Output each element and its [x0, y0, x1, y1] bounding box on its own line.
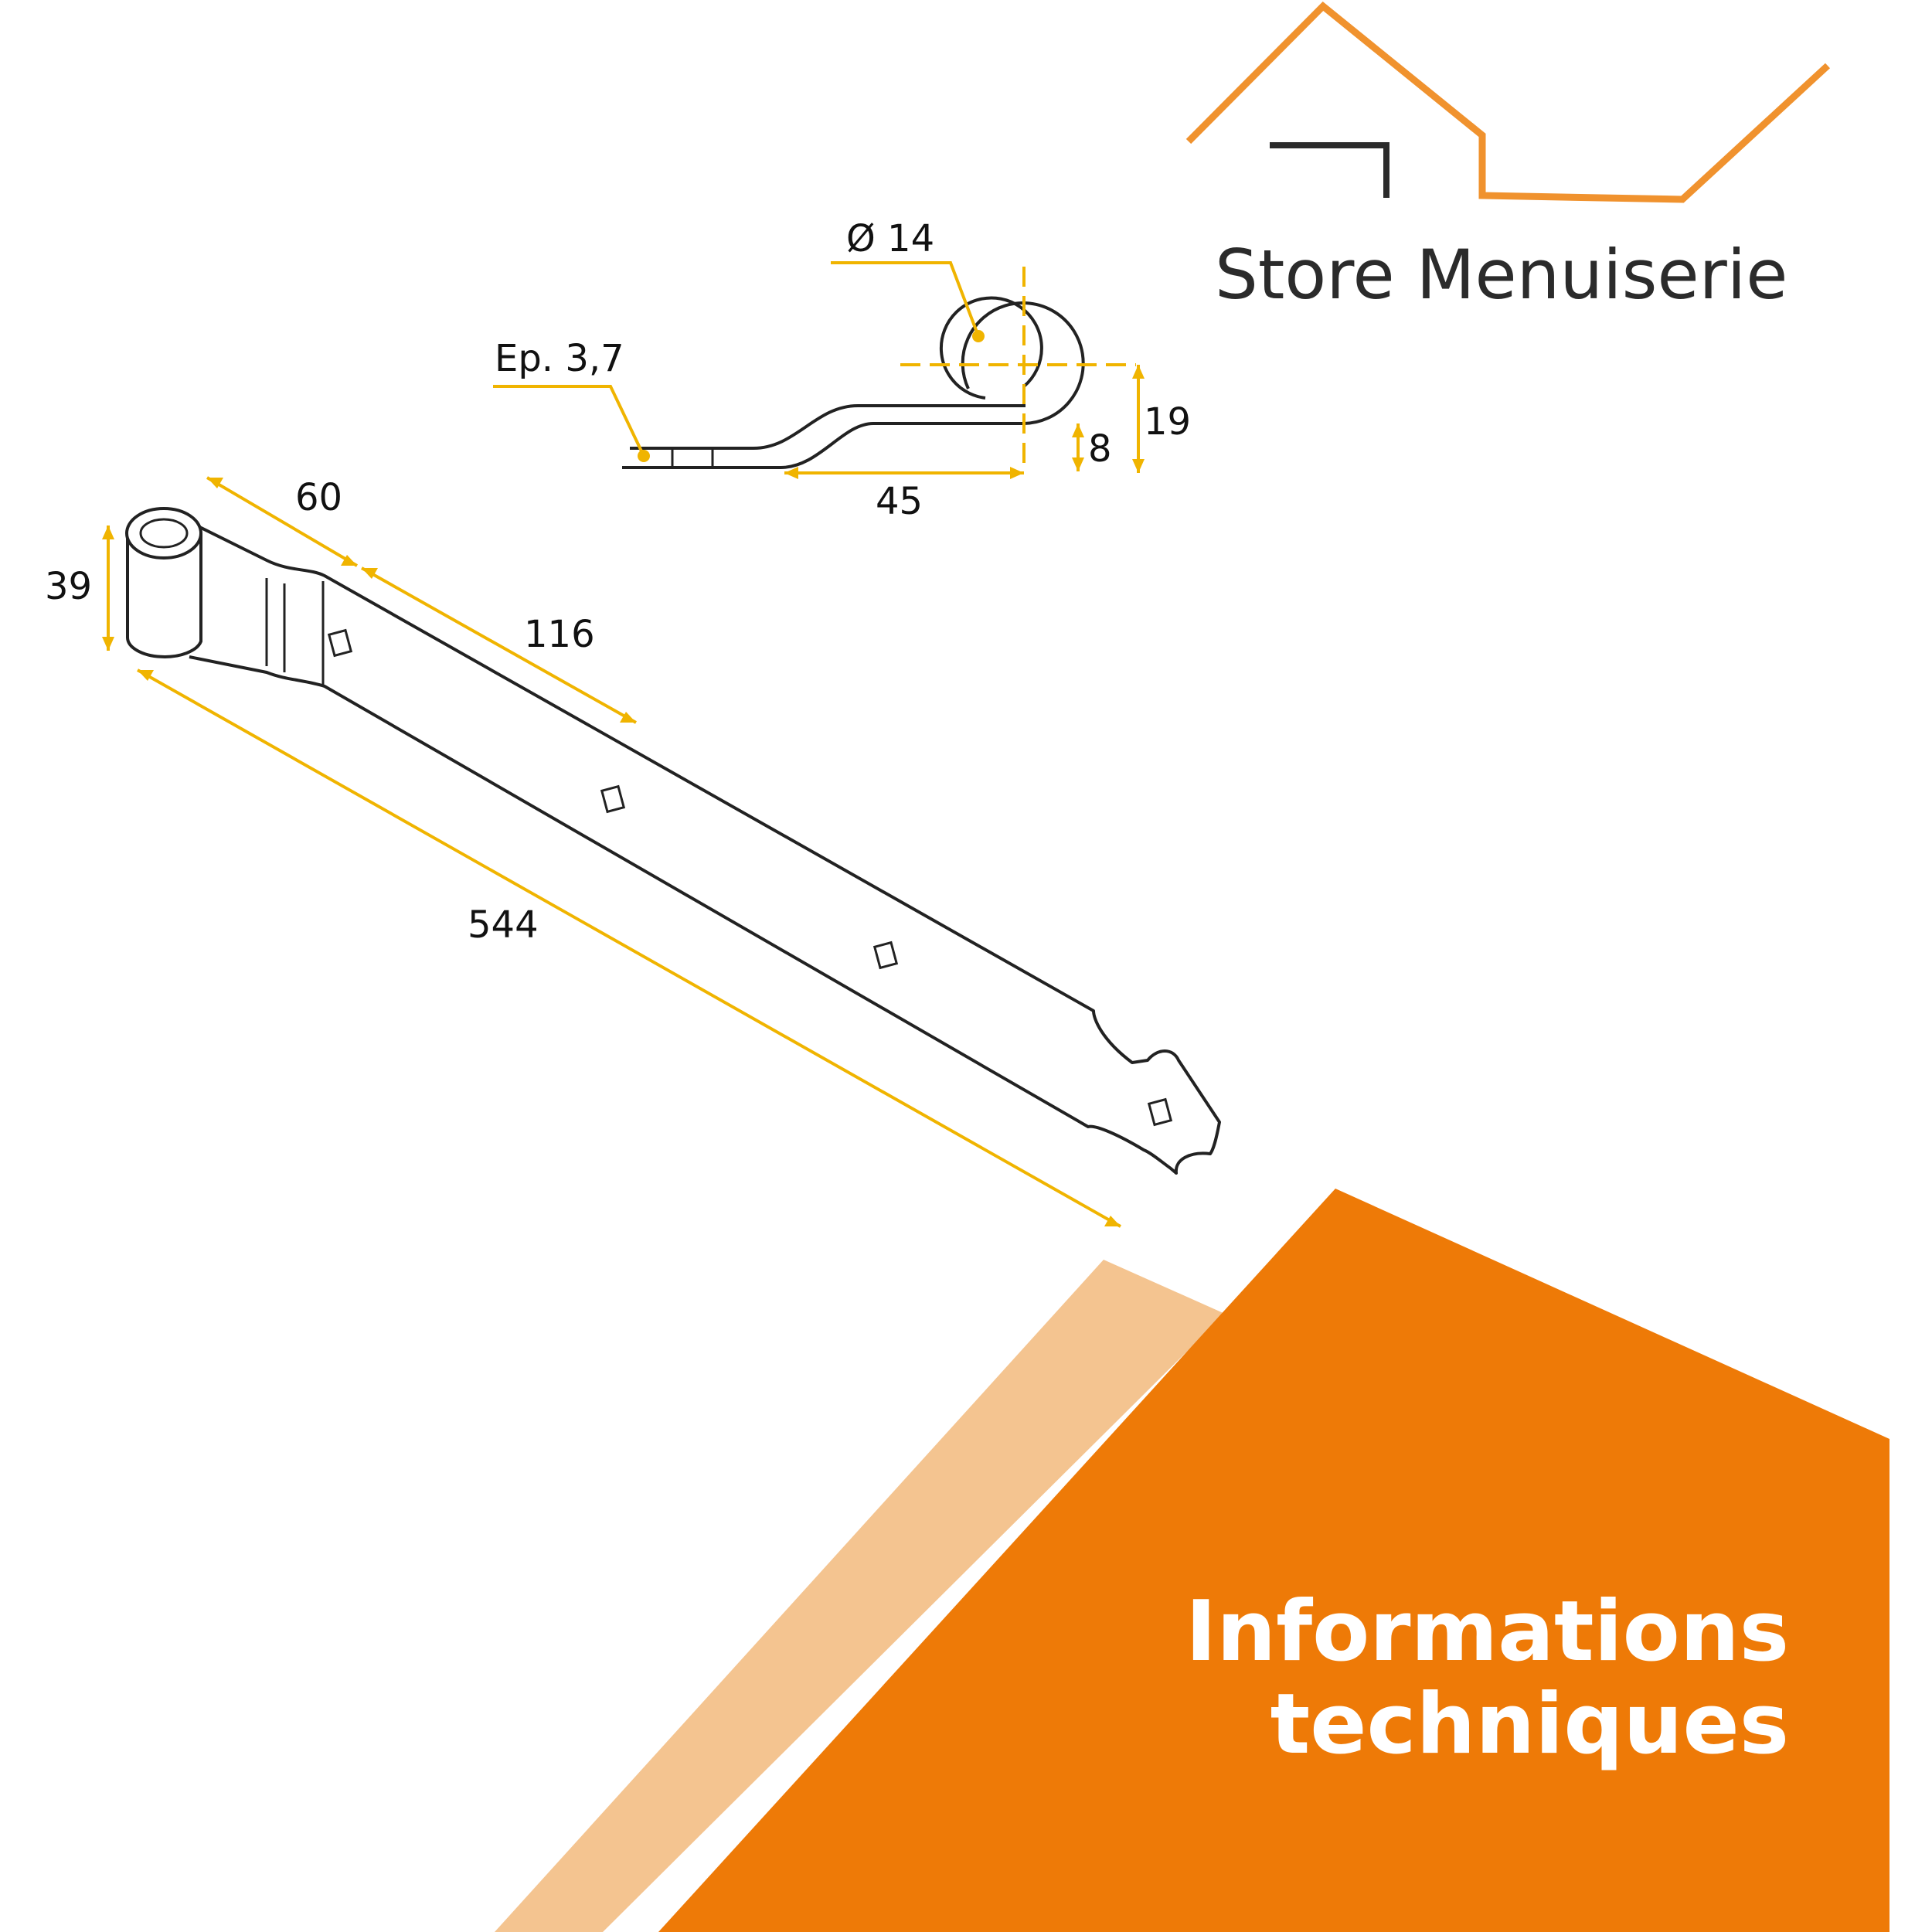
width-label: 60 [295, 476, 342, 519]
diameter-label: Ø 14 [846, 217, 934, 260]
brand-name: Store Menuiserie [1215, 235, 1787, 315]
arrowhead [362, 568, 378, 579]
arrowhead [102, 526, 114, 539]
logo-corner-mark [1270, 142, 1389, 198]
banner-title-line2: techniques [1270, 1676, 1789, 1773]
strap-dimensions [107, 476, 1121, 1228]
arrowhead [1132, 365, 1145, 379]
arrowhead [1132, 459, 1145, 473]
strap-back-edge [324, 574, 1094, 1012]
store-logo: Store Menuiserie [1185, 1, 1831, 315]
thickness-label: Ep. 3,7 [495, 337, 624, 380]
arrowhead [341, 555, 357, 566]
barrel-body [126, 533, 202, 658]
profile-markers [638, 330, 1145, 479]
strap-arrowheads [102, 478, 1121, 1226]
arrowhead [620, 712, 636, 723]
hole-spacing-label: 116 [524, 613, 595, 656]
screw-holes [327, 628, 1173, 1127]
banner-title: Informations techniques [1185, 1583, 1789, 1773]
arrowhead [1010, 467, 1024, 479]
screw-hole [872, 940, 899, 970]
arrowhead [1072, 457, 1084, 471]
total-length-dim [137, 668, 1121, 1228]
diameter-marker [972, 330, 985, 342]
offset-label: 8 [1088, 427, 1112, 471]
strap-outline [162, 507, 1221, 1175]
thickness-leader [493, 385, 645, 457]
screw-hole [327, 628, 353, 658]
orange-banner [658, 1189, 1889, 1932]
barrel-hole [139, 518, 189, 549]
profile-dimensions [493, 261, 1140, 474]
hinge-strap-view: 39 60 116 544 [45, 476, 1221, 1228]
profile-outline-bottom [622, 301, 1085, 469]
logo-roof-line [1185, 1, 1831, 203]
width-dim [206, 476, 359, 567]
total-length-label: 544 [468, 903, 539, 947]
barrel-height-label: 39 [45, 565, 92, 608]
arrowhead [784, 467, 798, 479]
screw-hole [1147, 1097, 1173, 1127]
barrel [125, 507, 202, 658]
arrowhead [102, 637, 114, 651]
arrowhead [1072, 423, 1084, 437]
banner-title-line1: Informations [1185, 1583, 1789, 1680]
length-label: 45 [876, 480, 923, 523]
thickness-marker [638, 450, 650, 462]
height-label: 19 [1144, 400, 1191, 444]
arrowhead [138, 670, 154, 681]
diameter-leader [831, 261, 980, 337]
hinge-profile-view: Ø 14 Ep. 3,7 19 8 45 [493, 217, 1191, 523]
hole-spacing-dim [361, 566, 637, 724]
arrowhead [1104, 1216, 1121, 1226]
screw-hole [600, 784, 626, 814]
light-orange-band [495, 1260, 1225, 1932]
arrowhead [207, 478, 223, 488]
